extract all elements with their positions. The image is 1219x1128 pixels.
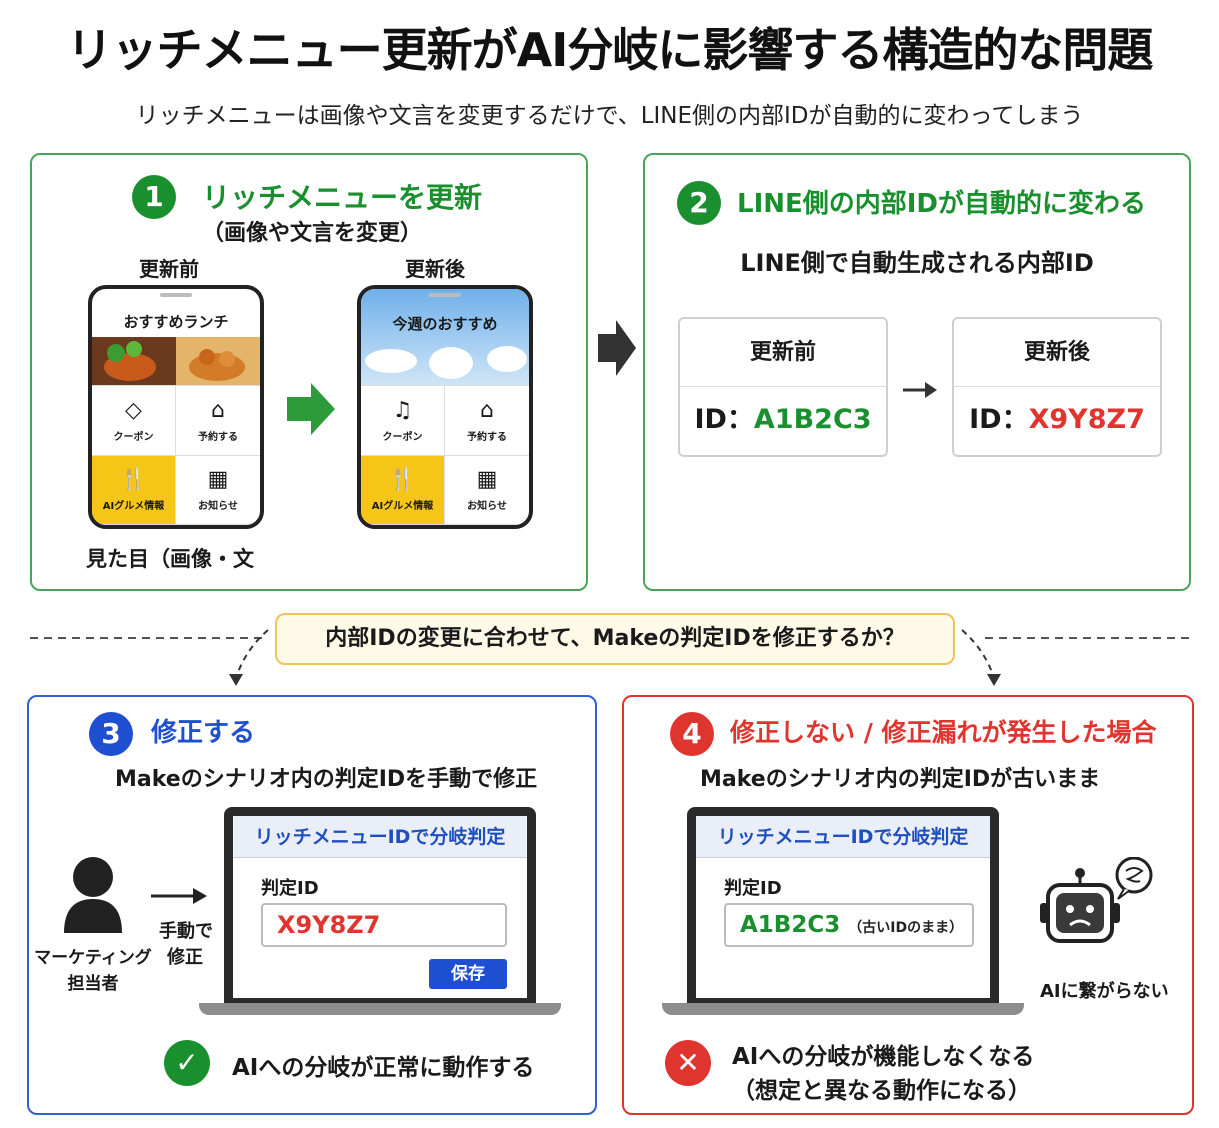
home-icon: ⌂	[480, 397, 494, 423]
step4-result-2: （想定と異なる動作になる）	[732, 1078, 1031, 1104]
dark-arrow-icon	[598, 320, 636, 376]
step1-caption: 見た目（画像・文	[86, 547, 254, 571]
screen-title: リッチメニューIDで分岐判定	[696, 816, 990, 858]
laptop-screen: リッチメニューIDで分岐判定 判定ID A1B2C3（古いIDのまま）	[687, 807, 999, 1007]
person-icon	[64, 857, 122, 933]
id-after-value: ID：X9Y8Z7	[969, 404, 1145, 435]
branch-connector	[30, 629, 1192, 686]
fork-knife-icon: 🍴	[388, 467, 417, 493]
before-label: 更新前	[139, 257, 199, 281]
after-label: 更新後	[405, 257, 465, 281]
id-before-label: 更新前	[680, 319, 886, 387]
step4-result-1: AIへの分岐が機能しなくなる	[732, 1044, 1035, 1070]
step1-number: 1	[132, 175, 176, 219]
right-arrow-icon	[151, 888, 207, 904]
robot-label: AIに繋がらない	[1040, 981, 1169, 1002]
food-banner	[92, 337, 260, 385]
ai-gourmet-cell[interactable]: 🍴AIグルメ情報	[361, 455, 445, 525]
laptop-screen: リッチメニューIDで分岐判定 判定ID X9Y8Z7 保存	[224, 807, 536, 1007]
reserve-cell[interactable]: ⌂予約する	[445, 386, 529, 456]
screen-title: リッチメニューIDで分岐判定	[233, 816, 527, 858]
food-image-icon	[92, 337, 260, 385]
step4-panel: 4 修正しない / 修正漏れが発生した場合 Makeのシナリオ内の判定IDが古い…	[622, 695, 1194, 1115]
cross-icon: ✕	[665, 1040, 711, 1086]
phone-after: 今週のおすすめ ♫クーポン ⌂予約する 🍴AIグルメ情報 ▦お知らせ	[357, 285, 533, 529]
manual-label-2: 修正	[167, 947, 203, 968]
manual-label-1: 手動で	[159, 921, 213, 942]
judge-id-input[interactable]: A1B2C3（古いIDのまま）	[724, 903, 974, 947]
decision-question: 内部IDの変更に合わせて、Makeの判定IDを修正するか？	[275, 613, 955, 665]
news-cell[interactable]: ▦お知らせ	[445, 456, 529, 525]
bell-icon: ♫	[392, 397, 413, 423]
step3-subtitle: Makeのシナリオ内の判定IDを手動で修正	[115, 767, 538, 792]
old-id-note: （古いIDのまま）	[848, 920, 964, 936]
step3-title: 修正する	[151, 718, 256, 748]
calendar-icon: ▦	[207, 467, 229, 493]
phone-before: おすすめランチ ◇クーポン ⌂予約する 🍴AIグルメ情報 ▦お知らせ	[88, 285, 264, 529]
calendar-icon: ▦	[476, 467, 498, 493]
step4-title: 修正しない / 修正漏れが発生した場合	[730, 718, 1157, 747]
coupon-cell[interactable]: ◇クーポン	[92, 386, 176, 456]
step3-number: 3	[89, 712, 133, 756]
green-arrow-icon	[287, 383, 335, 435]
step3-result: AIへの分岐が正常に動作する	[232, 1055, 535, 1081]
person-label-1: マーケティング	[34, 948, 152, 968]
save-button[interactable]: 保存	[429, 959, 507, 989]
reserve-cell[interactable]: ⌂予約する	[176, 386, 260, 456]
step1-title: リッチメニューを更新	[202, 181, 483, 214]
step1-subtitle: （画像や文言を変更）	[202, 221, 423, 246]
step2-number: 2	[677, 181, 721, 225]
id-before-value: ID：A1B2C3	[694, 404, 872, 435]
person-label-2: 担当者	[67, 974, 119, 994]
home-icon: ⌂	[211, 397, 225, 423]
news-cell[interactable]: ▦お知らせ	[176, 456, 260, 525]
small-arrow-icon	[903, 382, 937, 398]
step1-panel: 1 リッチメニューを更新 （画像や文言を変更） 更新前 更新後 おすすめランチ …	[30, 153, 588, 591]
check-icon: ✓	[164, 1040, 210, 1086]
field-label: 判定ID	[261, 878, 319, 899]
tag-icon: ◇	[125, 397, 142, 423]
ai-gourmet-cell[interactable]: 🍴AIグルメ情報	[92, 455, 176, 525]
step3-panel: 3 修正する Makeのシナリオ内の判定IDを手動で修正 マーケティング 担当者…	[27, 695, 597, 1115]
phone-notch	[160, 293, 192, 297]
judge-id-input[interactable]: X9Y8Z7	[261, 903, 507, 947]
id-after-label: 更新後	[954, 319, 1160, 387]
fork-knife-icon: 🍴	[119, 467, 148, 493]
page-subtitle: リッチメニューは画像や文言を変更するだけで、LINE側の内部IDが自動的に変わっ…	[135, 103, 1084, 129]
page-title: リッチメニュー更新がAI分岐に影響する構造的な問題	[66, 23, 1154, 77]
phone-before-title: おすすめランチ	[123, 313, 229, 331]
step4-number: 4	[670, 712, 714, 756]
step2-subtitle: LINE側で自動生成される内部ID	[740, 249, 1094, 277]
step2-panel: 2 LINE側の内部IDが自動的に変わる LINE側で自動生成される内部ID 更…	[643, 153, 1191, 591]
laptop-base	[199, 1003, 561, 1015]
coupon-cell[interactable]: ♫クーポン	[361, 386, 445, 456]
laptop-base	[662, 1003, 1024, 1015]
step2-title: LINE側の内部IDが自動的に変わる	[737, 189, 1147, 219]
cloud-image-icon	[365, 346, 527, 379]
robot-icon	[1040, 857, 1153, 943]
step4-subtitle: Makeのシナリオ内の判定IDが古いまま	[700, 767, 1101, 792]
field-label: 判定ID	[724, 878, 782, 899]
id-before-box: 更新前 ID：A1B2C3	[678, 317, 888, 457]
sky-banner	[361, 289, 529, 385]
phone-after-title: 今週のおすすめ	[392, 315, 498, 333]
id-after-box: 更新後 ID：X9Y8Z7	[952, 317, 1162, 457]
phone-notch	[429, 293, 461, 297]
